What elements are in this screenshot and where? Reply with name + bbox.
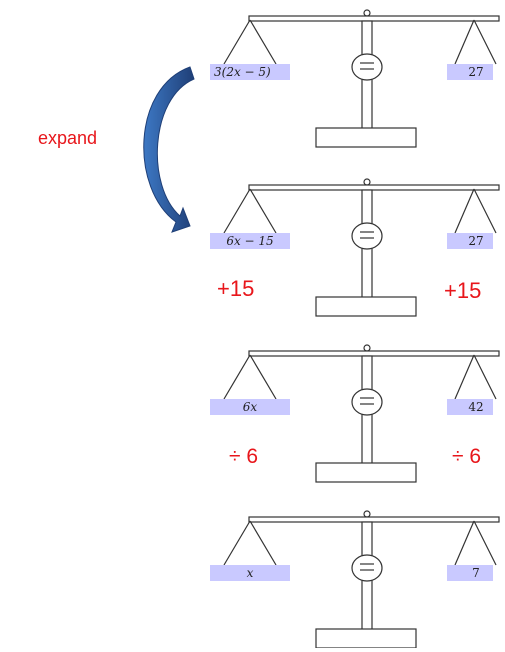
right-hanger-outer	[473, 188, 497, 234]
pivot-ring	[363, 178, 371, 186]
right-hanger-outer	[473, 520, 497, 566]
pivot-ring	[363, 344, 371, 352]
left-hanger-inner	[249, 354, 277, 400]
right-pan	[447, 399, 493, 415]
left-pan	[210, 565, 290, 581]
expand-arrow	[143, 66, 195, 233]
balance-beam	[248, 350, 500, 357]
left-pan-expression: 6x	[243, 400, 258, 414]
pivot-ring	[363, 9, 371, 17]
balance-scale-2: 6x − 15 27	[210, 178, 500, 317]
balance-beam	[248, 516, 500, 523]
left-pan-expression: 3(2x − 5)	[214, 65, 271, 79]
expand-label: expand	[38, 128, 98, 148]
equals-oval	[351, 222, 383, 250]
right-hanger-outer	[473, 19, 497, 65]
right-pan-value: 7	[472, 566, 480, 580]
balance-base	[315, 127, 417, 148]
balance-base	[315, 628, 417, 649]
right-pan-value: 27	[468, 234, 483, 248]
equals-oval	[351, 388, 383, 416]
step3-left-operation: ÷ 6	[229, 445, 259, 468]
right-hanger-inner	[454, 520, 475, 566]
left-pan	[210, 399, 290, 415]
left-hanger-outer	[223, 188, 251, 234]
left-pan-expression: x	[247, 566, 254, 580]
right-pan-value: 42	[468, 400, 483, 414]
balance-scale-1: 3(2x − 5) 27	[210, 9, 500, 148]
left-hanger-inner	[249, 188, 277, 234]
equals-oval	[351, 554, 383, 582]
balance-base	[315, 296, 417, 317]
balance-beam	[248, 15, 500, 22]
balance-base	[315, 462, 417, 483]
right-pan-value: 27	[468, 65, 483, 79]
pivot-ring	[363, 510, 371, 518]
left-hanger-outer	[223, 520, 251, 566]
balance-scale-3: 6x 42	[210, 344, 500, 483]
left-hanger-inner	[249, 520, 277, 566]
equals-oval	[351, 53, 383, 81]
right-hanger-outer	[473, 354, 497, 400]
left-hanger-outer	[223, 19, 251, 65]
step3-right-operation: ÷ 6	[452, 445, 482, 468]
left-pan	[210, 64, 290, 80]
right-hanger-inner	[454, 188, 475, 234]
right-pan	[447, 233, 493, 249]
step2-left-operation: +15	[217, 276, 255, 301]
right-pan	[447, 64, 493, 80]
right-hanger-inner	[454, 354, 475, 400]
left-pan-expression: 6x − 15	[226, 234, 273, 248]
balance-beam	[248, 184, 500, 191]
left-pan	[210, 233, 290, 249]
left-hanger-inner	[249, 19, 277, 65]
left-hanger-outer	[223, 354, 251, 400]
right-hanger-inner	[454, 19, 475, 65]
step2-right-operation: +15	[444, 278, 482, 303]
right-pan	[447, 565, 493, 581]
